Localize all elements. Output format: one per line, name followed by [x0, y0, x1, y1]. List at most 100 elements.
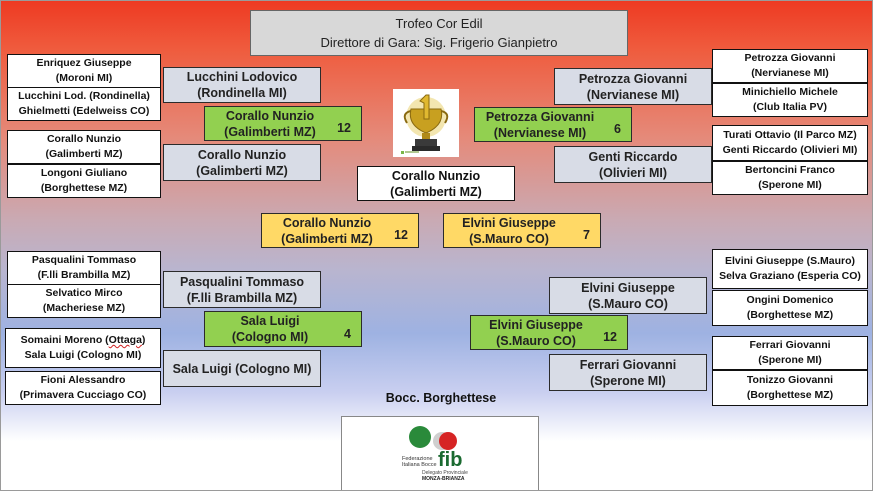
player-club: (Nervianese MI) — [493, 125, 587, 140]
left-semifinal: Corallo Nunzio (Galimberti MZ) 12 — [261, 213, 419, 248]
entry-club: (Nervianese MI) — [751, 67, 829, 79]
header-title-box: Trofeo Cor Edil Direttore di Gara: Sig. … — [250, 10, 628, 56]
entry-club: Genti Riccardo (Olivieri MI) — [722, 144, 858, 156]
entry-name: Pasqualini Tommaso — [31, 254, 137, 266]
entry-name: Enriquez Giuseppe — [36, 57, 132, 69]
entry-name: Lucchini Lod. (Rondinella) — [18, 90, 150, 102]
player-club: (S.Mauro CO) — [496, 333, 576, 348]
race-director: Direttore di Gara: Sig. Frigerio Gianpie… — [320, 35, 558, 50]
player-name: Petrozza Giovanni — [485, 109, 595, 124]
entry-club: Selva Graziano (Esperia CO) — [719, 270, 861, 282]
tournament-title: Trofeo Cor Edil — [395, 16, 483, 31]
score: 12 — [394, 228, 408, 242]
left-r2-match-2: Corallo Nunzio (Galimberti MZ) — [163, 144, 321, 181]
trophy-icon — [393, 89, 459, 157]
right-r1-entry-8: Tonizzo Giovanni (Borghettese MZ) — [712, 370, 868, 406]
spellcheck-word: Ottaga — [108, 334, 142, 346]
entry-name: Fioni Alessandro — [40, 374, 126, 386]
winner-name: Corallo Nunzio — [391, 168, 481, 183]
entry-club: (Moroni MI) — [55, 72, 113, 84]
logo-line-3: Delegato Provinciale — [422, 470, 468, 476]
entry-name: Ongini Domenico — [746, 294, 834, 306]
right-r2-match-4: Ferrari Giovanni (Sperone MI) — [549, 354, 707, 391]
left-r1-entry-1: Enriquez Giuseppe (Moroni MI) — [7, 54, 161, 88]
entry-name-part: Somaini Moreno ( — [20, 334, 109, 346]
left-r3-match-1: Corallo Nunzio (Galimberti MZ) 12 — [204, 106, 362, 141]
left-r1-entry-4: Longoni Giuliano (Borghettese MZ) — [7, 164, 161, 198]
entry-club: (F.lli Brambilla MZ) — [37, 269, 131, 281]
final-winner: Corallo Nunzio (Galimberti MZ) — [357, 166, 515, 201]
left-r3-match-2: Sala Luigi (Cologno MI) 4 — [204, 311, 362, 347]
logo-line-4: MONZA-BRIANZA — [422, 476, 465, 482]
logo-brand: fib — [438, 449, 462, 471]
right-r1-entry-6: Ongini Domenico (Borghettese MZ) — [712, 290, 868, 326]
player-club: (Galimberti MZ) — [196, 163, 288, 178]
entry-club: (Sperone MI) — [758, 354, 822, 366]
player-name: Corallo Nunzio — [197, 147, 287, 162]
entry-club: Sala Luigi (Cologno MI) — [24, 349, 142, 361]
left-r2-match-1: Lucchini Lodovico (Rondinella MI) — [163, 67, 321, 103]
entry-club: (Galimberti MZ) — [45, 148, 123, 160]
player-club: (Galimberti MZ) — [224, 124, 316, 139]
entry-club: (Club Italia PV) — [752, 101, 828, 113]
entry-name: Tonizzo Giovanni — [746, 374, 834, 386]
player-name: Pasqualini Tommaso — [179, 274, 305, 289]
player-name: Elvini Giuseppe — [462, 215, 556, 230]
entry-name: Ferrari Giovanni — [749, 339, 831, 351]
player-club: (Cologno MI) — [231, 330, 309, 344]
trophy-graphic — [401, 94, 449, 154]
player-club: (S.Mauro CO) — [588, 296, 668, 311]
entry-name: Selvatico Mirco — [45, 287, 123, 299]
right-r2-match-2: Genti Riccardo (Olivieri MI) — [554, 146, 712, 183]
player-name: Ferrari Giovanni — [579, 357, 677, 372]
right-r3-match-1: Petrozza Giovanni (Nervianese MI) 6 — [474, 107, 632, 142]
score: 4 — [344, 327, 351, 341]
player-club: (Olivieri MI) — [598, 165, 668, 180]
player-name: Sala Luigi (Cologno MI) — [172, 361, 312, 376]
score: 12 — [603, 330, 617, 344]
player-club: (Rondinella MI) — [197, 86, 287, 100]
right-semifinal: Elvini Giuseppe (S.Mauro CO) 7 — [443, 213, 601, 248]
player-club: (Sperone MI) — [590, 373, 666, 388]
right-r1-entry-1: Petrozza Giovanni (Nervianese MI) — [712, 49, 868, 83]
player-name: Corallo Nunzio — [225, 108, 315, 123]
right-r1-entry-3: Turati Ottavio (Il Parco MZ) Genti Ricca… — [712, 125, 868, 161]
left-r1-entry-8: Fioni Alessandro (Primavera Cucciago CO) — [5, 371, 161, 405]
logo-line-1: Federazione — [402, 456, 433, 462]
left-r1-entry-7: Somaini Moreno (Ottaga) Sala Luigi (Colo… — [5, 328, 161, 368]
player-name: Elvini Giuseppe — [581, 280, 675, 295]
right-r1-entry-5: Elvini Giuseppe (S.Mauro) Selva Graziano… — [712, 249, 868, 289]
entry-name: Bertoncini Franco — [745, 164, 835, 176]
entry-club: (Primavera Cucciago CO) — [19, 389, 147, 401]
player-name: Corallo Nunzio — [282, 215, 372, 230]
player-club: (Galimberti MZ) — [281, 231, 373, 246]
player-name: Petrozza Giovanni — [578, 71, 688, 86]
organizing-club: Bocc. Borghettese — [385, 391, 497, 405]
entry-name: Turati Ottavio (Il Parco MZ) — [723, 129, 857, 141]
entry-club: Ghielmetti (Edelweiss CO) — [18, 105, 150, 117]
right-r1-entry-4: Bertoncini Franco (Sperone MI) — [712, 161, 868, 195]
score: 12 — [337, 121, 351, 135]
score: 6 — [614, 122, 621, 136]
logo-line-2: Italiana Bocce — [402, 462, 437, 468]
right-r1-entry-7: Ferrari Giovanni (Sperone MI) — [712, 336, 868, 370]
entry-club: (Borghettese MZ) — [746, 389, 834, 401]
left-r2-match-3: Pasqualini Tommaso (F.lli Brambilla MZ) — [163, 271, 321, 308]
player-name: Genti Riccardo — [588, 149, 678, 164]
player-club: (S.Mauro CO) — [469, 231, 549, 246]
score: 7 — [583, 228, 590, 242]
entry-club: (Borghettese MZ) — [746, 309, 834, 321]
entry-club: (Macheriese MZ) — [42, 302, 126, 314]
left-r1-entry-5: Pasqualini Tommaso (F.lli Brambilla MZ) — [7, 251, 161, 285]
fib-logo-graphic: fib Federazione Italiana Bocce Delegato … — [402, 426, 468, 482]
player-club: (F.lli Brambilla MZ) — [186, 290, 298, 305]
right-r2-match-3: Elvini Giuseppe (S.Mauro CO) — [549, 277, 707, 314]
entry-name: Petrozza Giovanni — [744, 52, 836, 64]
entry-name: Somaini Moreno (Ottaga) — [21, 333, 146, 348]
entry-club: (Sperone MI) — [758, 179, 822, 191]
fib-logo: fib Federazione Italiana Bocce Delegato … — [341, 416, 539, 490]
right-r2-match-1: Petrozza Giovanni (Nervianese MI) — [554, 68, 712, 105]
left-r1-entry-6: Selvatico Mirco (Macheriese MZ) — [7, 284, 161, 318]
winner-club: (Galimberti MZ) — [390, 184, 482, 199]
